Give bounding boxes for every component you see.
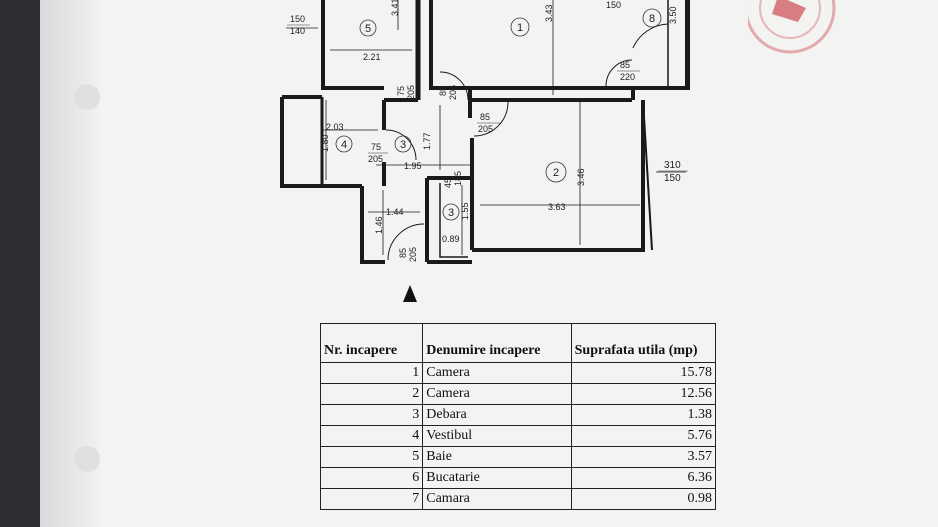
dim-346: 3.46 (576, 168, 586, 186)
row-nr: 7 (319, 488, 424, 510)
dim-150-b: 150 (664, 173, 681, 184)
room-labels: 5 1 8 4 3 2 3 (335, 8, 662, 221)
row-name: Camera (422, 383, 572, 405)
dim-205-d: 205 (368, 154, 383, 164)
dim-177: 1.77 (422, 132, 432, 150)
dim-363: 3.63 (548, 202, 566, 212)
row-nr: 4 (319, 425, 424, 447)
dim-85-c: 85 (480, 112, 490, 122)
header-name: Denumire incapere (422, 323, 572, 363)
dim-350: 3.50 (668, 6, 678, 24)
dim-155: 1.55 (460, 202, 470, 220)
dim-205-a: 205 (406, 85, 416, 100)
dim-140: 140 (290, 26, 305, 36)
punch-hole-bottom (74, 446, 100, 472)
room-1-label: 1 (517, 22, 523, 34)
row-name: Vestibul (422, 425, 572, 447)
dim-150: 150 (290, 14, 305, 24)
table-row: 4 Vestibul 5.76 (319, 425, 717, 447)
dim-45: 45 (443, 178, 453, 188)
dim-85-e: 85 (398, 248, 408, 258)
room-4-label: 3 (400, 139, 406, 151)
room-6-label: 5 (365, 23, 371, 35)
dim-144: 1.44 (386, 207, 404, 217)
table-row: 7 Camara 0.98 (319, 488, 717, 510)
header-area: Suprafata utila (mp) (570, 323, 717, 363)
row-nr: 3 (319, 404, 424, 426)
dim-75-b: 75 (371, 142, 381, 152)
table-row: 5 Baie 3.57 (319, 446, 717, 468)
dim-310: 310 (664, 160, 681, 171)
dim-205-c: 205 (478, 124, 493, 134)
row-area: 6.36 (570, 467, 717, 489)
dim-75-a: 75 (396, 86, 406, 96)
dim-185: 185 (453, 171, 463, 186)
dim-180: 1.80 (320, 134, 330, 152)
dimension-labels: 150 140 3.41 3.43 150 3.50 2.21 75 205 8… (287, 0, 688, 262)
plan-walls (280, 0, 690, 264)
row-name: Baie (422, 446, 572, 468)
row-area: 0.98 (570, 488, 717, 510)
dim-150-top: 150 (606, 0, 621, 10)
dim-341: 3.41 (390, 0, 400, 16)
dim-221: 2.21 (363, 52, 381, 62)
table-row: 2 Camera 12.56 (319, 383, 717, 405)
dim-195: 1.95 (404, 161, 422, 171)
row-nr: 1 (319, 362, 424, 384)
row-area: 12.56 (570, 383, 717, 405)
punch-hole-top (74, 84, 100, 110)
north-arrow-icon (403, 285, 417, 302)
dim-85-b: 85 (620, 60, 630, 70)
row-name: Camera (422, 362, 572, 384)
dim-203: 2.03 (326, 122, 344, 132)
room-3-label: 3 (448, 207, 454, 219)
header-nr: Nr. incapere (319, 323, 424, 363)
stamp-seal (748, 0, 836, 54)
dim-343: 3.43 (544, 4, 554, 22)
row-nr: 6 (319, 467, 424, 489)
row-nr: 5 (319, 446, 424, 468)
row-nr: 2 (319, 383, 424, 405)
room-2-label: 2 (553, 167, 559, 179)
table-header-row: Nr. incapere Denumire incapere Suprafata… (319, 323, 717, 363)
row-area: 3.57 (570, 446, 717, 468)
room-8-label: 8 (649, 13, 655, 25)
dim-089: 0.89 (442, 234, 460, 244)
table-row: 6 Bucatarie 6.36 (319, 467, 717, 489)
dim-220: 220 (620, 72, 635, 82)
row-name: Debara (422, 404, 572, 426)
dim-205-e: 205 (408, 247, 418, 262)
row-name: Camara (422, 488, 572, 510)
dim-146: 1.46 (374, 216, 384, 234)
row-area: 1.38 (570, 404, 717, 426)
room-5-label: 4 (341, 139, 347, 151)
dim-85-a: 85 (438, 86, 448, 96)
row-area: 15.78 (570, 362, 717, 384)
table-row: 3 Debara 1.38 (319, 404, 717, 426)
row-area: 5.76 (570, 425, 717, 447)
room-area-table: Nr. incapere Denumire incapere Suprafata… (319, 323, 717, 510)
table-row: 1 Camera 15.78 (319, 362, 717, 384)
row-name: Bucatarie (422, 467, 572, 489)
dim-205-b: 205 (448, 85, 458, 100)
